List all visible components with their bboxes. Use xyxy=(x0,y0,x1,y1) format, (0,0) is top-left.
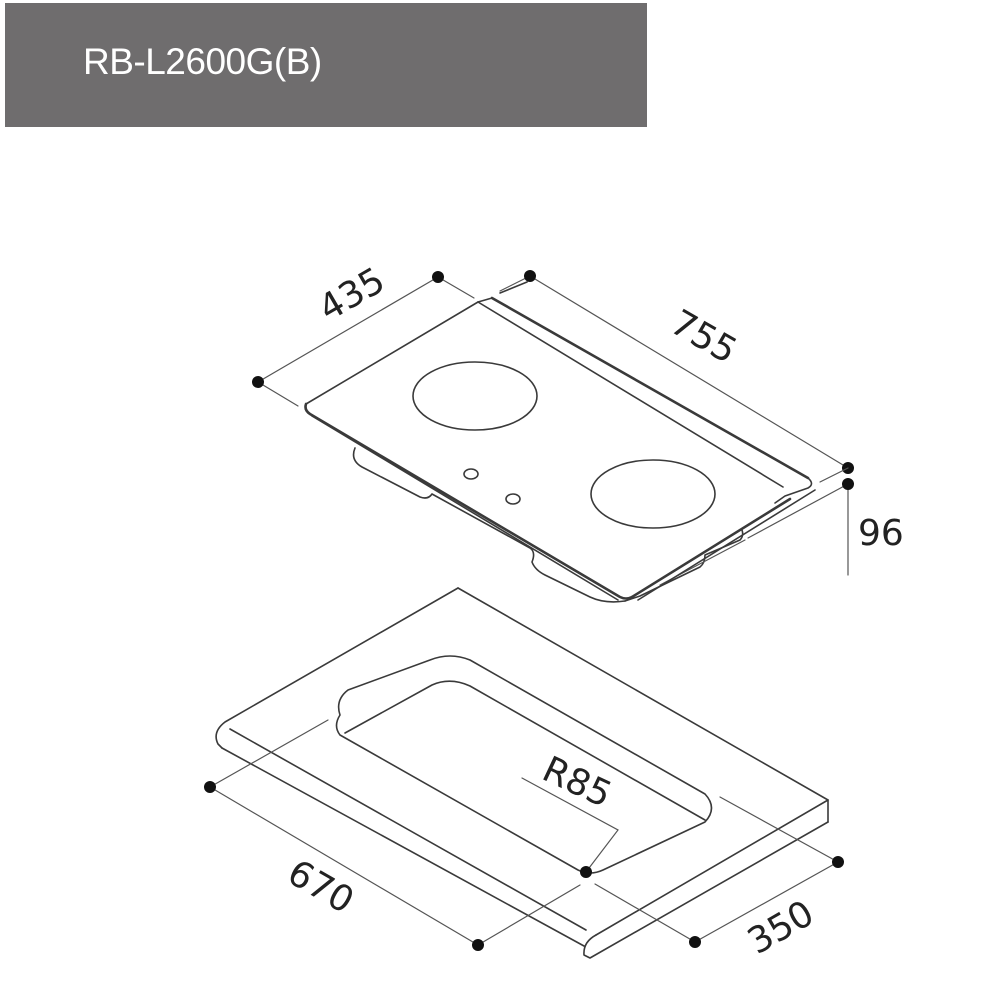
dimension-dot xyxy=(524,270,536,282)
countertop-back-left-edge xyxy=(215,587,459,749)
dimension-depth-label: 435 xyxy=(312,260,392,330)
dimension-dot xyxy=(204,781,216,793)
cooktop-right-end xyxy=(774,477,813,504)
countertop-right-edge xyxy=(595,799,829,936)
dimension-cutout-depth-label: 350 xyxy=(741,893,821,963)
cooktop-right-front-edge xyxy=(630,497,792,599)
cooktop-back-strip-edge xyxy=(490,296,810,480)
dimension-dot xyxy=(472,939,484,951)
countertop-back-right-edge xyxy=(457,587,829,801)
dimension-height-label: 96 xyxy=(858,513,904,554)
cutout-outer-outline xyxy=(335,655,713,874)
dimension-cutout-width-label: 670 xyxy=(281,852,361,922)
control-knob-1 xyxy=(463,468,479,480)
countertop-illustration xyxy=(215,587,829,959)
cooktop-dimensions: 435 755 96 xyxy=(252,260,904,576)
cooktop-body-left-skirt xyxy=(352,447,626,603)
burner-left xyxy=(412,361,538,431)
cutout-inner-outline xyxy=(344,680,706,821)
dimension-dot xyxy=(689,936,701,948)
dimension-width-label: 755 xyxy=(664,302,744,372)
cooktop-illustration xyxy=(304,281,816,603)
dimension-dot xyxy=(842,478,854,490)
dimension-dot xyxy=(432,271,444,283)
countertop-front-corner xyxy=(583,821,829,959)
dimension-dot xyxy=(580,866,592,878)
corner-radius-label: R85 xyxy=(536,749,618,816)
cooktop-body-right-skirt xyxy=(624,529,744,602)
control-knob-2 xyxy=(505,493,521,505)
cooktop-left-back-edge xyxy=(305,301,479,405)
model-name: RB-L2600G(B) xyxy=(83,41,322,82)
dimension-dot xyxy=(252,376,264,388)
cutout-dimensions: 670 350 R85 xyxy=(204,719,844,963)
countertop-front-left-edge xyxy=(221,747,585,947)
dimension-dot xyxy=(832,856,844,868)
cooktop-front-edge xyxy=(304,402,634,600)
burner-right xyxy=(590,459,716,529)
model-header-banner: RB-L2600G(B) xyxy=(5,3,647,127)
cooktop-top-back-line xyxy=(477,301,784,488)
